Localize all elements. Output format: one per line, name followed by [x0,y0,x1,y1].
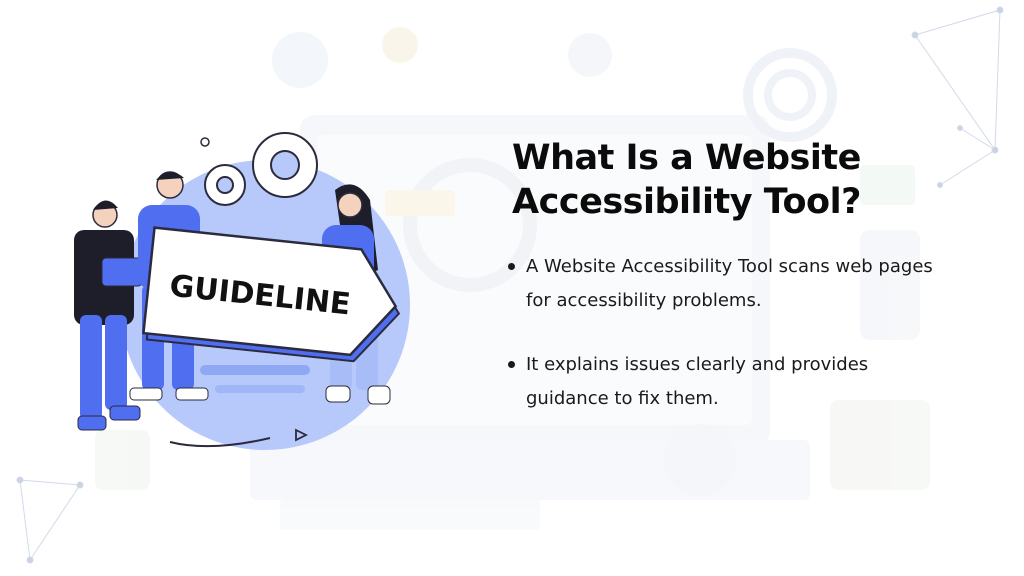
bullet-item: It explains issues clearly and provides … [506,348,946,416]
slide-title: What Is a Website Accessibility Tool? [512,138,861,222]
bullet-dot [508,361,515,368]
gear-icon [204,132,318,206]
bullet-dot [508,263,515,270]
guideline-sign: GUIDELINE [142,226,401,363]
network-lines-icon [16,6,1004,564]
bullet-text: It explains issues clearly and provides … [526,354,869,409]
bullet-list: A Website Accessibility Tool scans web p… [506,250,946,446]
bullet-item: A Website Accessibility Tool scans web p… [506,250,946,318]
bullet-text: A Website Accessibility Tool scans web p… [526,256,933,311]
guideline-illustration: GUIDELINE [74,132,410,450]
